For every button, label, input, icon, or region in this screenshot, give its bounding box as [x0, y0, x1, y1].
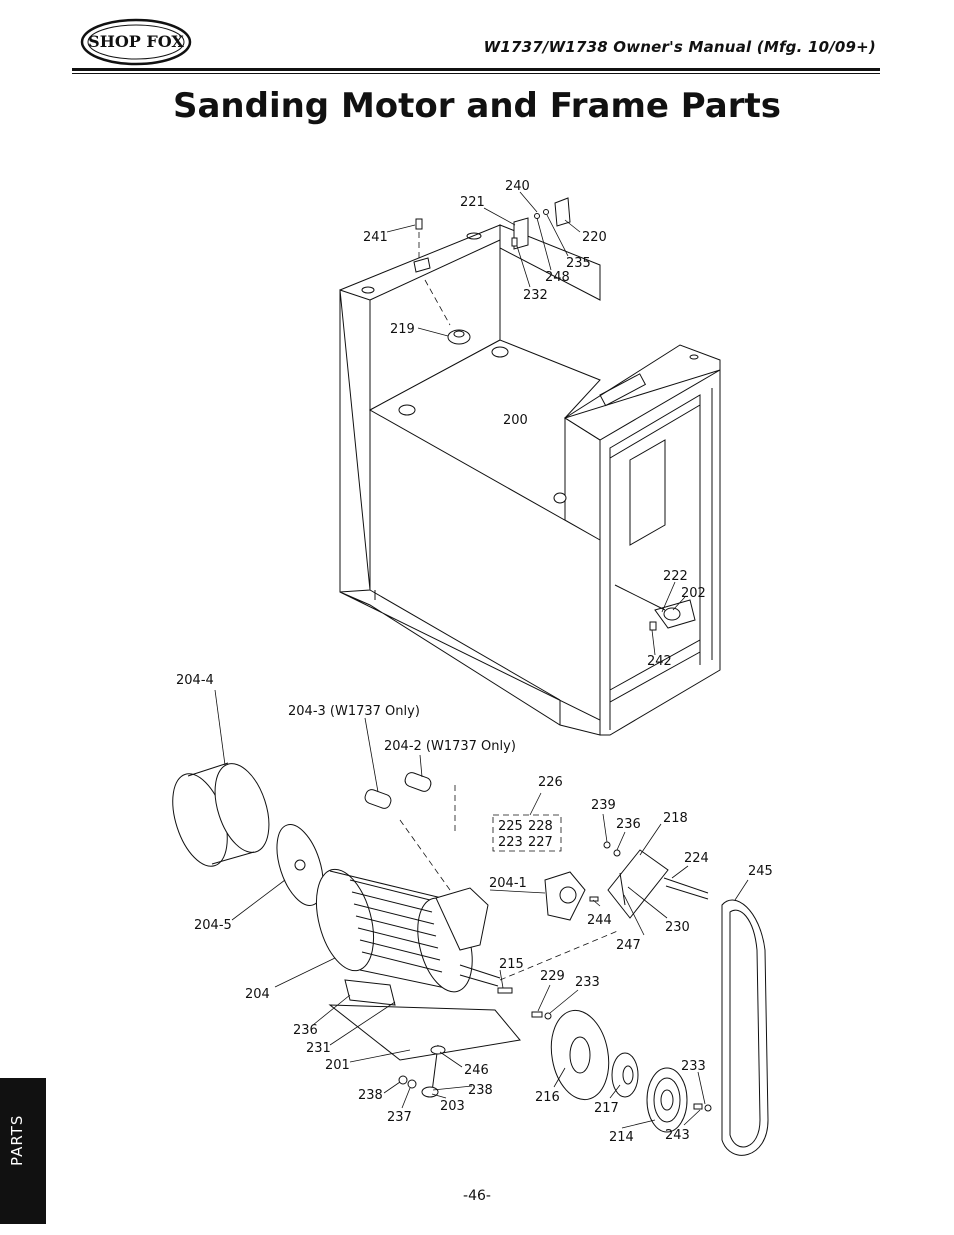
callout-243: 243 — [665, 1128, 690, 1143]
callout-241: 241 — [363, 230, 388, 245]
callout-219: 219 — [390, 322, 415, 337]
header-rule — [72, 68, 880, 71]
callout-248: 248 — [545, 270, 570, 285]
callout-226: 226 — [538, 775, 563, 790]
callout-201: 201 — [325, 1058, 350, 1073]
callout-204-4: 204-4 — [176, 673, 214, 688]
callout-215: 215 — [499, 957, 524, 972]
callout-236-lower: 236 — [293, 1023, 318, 1038]
parts-side-tab: PARTS — [0, 1078, 46, 1224]
callout-242: 242 — [647, 654, 672, 669]
callout-224: 224 — [684, 851, 709, 866]
callout-238-right: 238 — [468, 1083, 493, 1098]
manual-title: W1737/W1738 Owner's Manual (Mfg. 10/09+) — [483, 38, 876, 56]
callout-227: 227 — [528, 835, 553, 850]
page-number: -46- — [463, 1188, 491, 1204]
side-tab-label: PARTS — [8, 1114, 26, 1166]
shop-fox-logo: SHOP FOX — [80, 18, 192, 66]
callout-218: 218 — [663, 811, 688, 826]
callout-223: 223 — [498, 835, 523, 850]
callout-240: 240 — [505, 179, 530, 194]
callout-216: 216 — [535, 1090, 560, 1105]
callout-246: 246 — [464, 1063, 489, 1078]
switch-assembly — [413, 197, 571, 345]
cabinet-frame — [339, 224, 721, 736]
callout-229: 229 — [540, 969, 565, 984]
callout-203: 203 — [440, 1099, 465, 1114]
callout-244: 244 — [587, 913, 612, 928]
callout-236-upper: 236 — [616, 817, 641, 832]
callout-245: 245 — [748, 864, 773, 879]
callout-239: 239 — [591, 798, 616, 813]
callout-204-2: 204-2 (W1737 Only) — [384, 739, 516, 754]
callout-202: 202 — [681, 586, 706, 601]
callout-233-lower: 233 — [681, 1059, 706, 1074]
callout-204-3: 204-3 (W1737 Only) — [288, 704, 420, 719]
header-rule-thin — [72, 73, 880, 74]
callout-231: 231 — [306, 1041, 331, 1056]
callout-228: 228 — [528, 819, 553, 834]
callout-233-upper: 233 — [575, 975, 600, 990]
leader-lines — [214, 191, 749, 1129]
callout-230: 230 — [665, 920, 690, 935]
page-title: Sanding Motor and Frame Parts — [172, 86, 782, 126]
callout-200: 200 — [503, 413, 528, 428]
callout-225: 225 — [498, 819, 523, 834]
callout-222: 222 — [663, 569, 688, 584]
motor-assembly — [172, 762, 769, 1156]
callout-247: 247 — [616, 938, 641, 953]
callout-214: 214 — [609, 1130, 634, 1145]
callout-232: 232 — [523, 288, 548, 303]
callout-204-5: 204-5 — [194, 918, 232, 933]
callout-204-1: 204-1 — [489, 876, 527, 891]
callout-238-left: 238 — [358, 1088, 383, 1103]
callout-237: 237 — [387, 1110, 412, 1125]
logo-text: SHOP FOX — [88, 32, 184, 51]
callout-235: 235 — [566, 256, 591, 271]
callout-labels: 240 221 241 220 235 248 232 219 200 222 … — [176, 179, 773, 1145]
callout-204: 204 — [245, 987, 270, 1002]
callout-220: 220 — [582, 230, 607, 245]
callout-221: 221 — [460, 195, 485, 210]
callout-217: 217 — [594, 1101, 619, 1116]
